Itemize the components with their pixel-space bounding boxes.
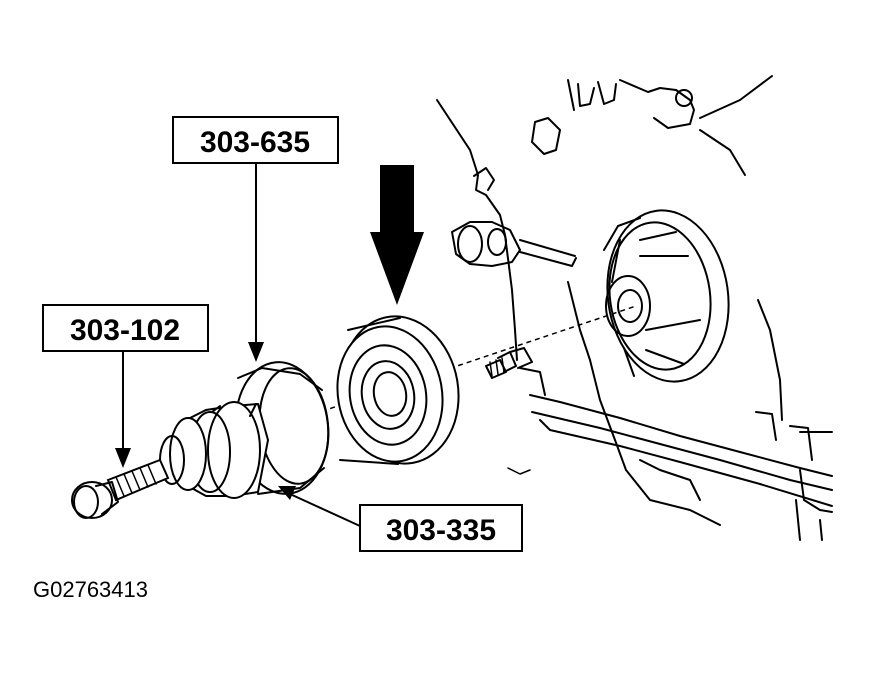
damper-installer-tool [71,361,330,519]
alignment-axis [295,305,637,421]
crankshaft-damper [336,315,460,465]
callout-303-335-label: 303-335 [386,514,496,547]
callout-303-635-label: 303-635 [200,126,310,159]
crank-bolt [485,347,533,379]
figure-id: G02763413 [33,577,148,602]
callout-303-335: 303-335 [278,486,523,552]
callout-303-102-label: 303-102 [70,314,180,347]
callout-303-635: 303-635 [172,116,339,362]
callout-303-102: 303-102 [42,304,209,468]
install-direction-arrow [370,165,424,305]
engine-front-cover [436,75,833,541]
crankshaft-hub [603,209,730,383]
